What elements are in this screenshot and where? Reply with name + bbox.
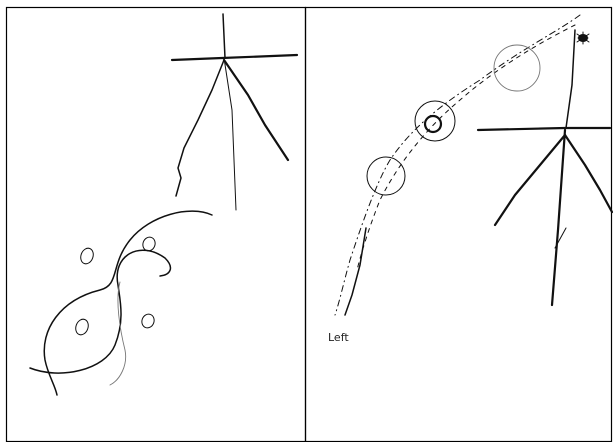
stick-figure-right [478, 30, 612, 305]
figure-arms-right [478, 128, 610, 130]
figure-body [224, 58, 236, 210]
right-panel-frame [306, 8, 612, 442]
trajectory-circles [367, 45, 540, 195]
marker-circle-1 [79, 246, 96, 265]
ball-trajectory [335, 15, 580, 315]
bug-icon [577, 32, 589, 44]
marker-circle-3 [74, 317, 91, 336]
figure-arms [172, 55, 297, 60]
right-panel: Left [328, 15, 612, 344]
bug-legs [577, 32, 589, 44]
loop-trajectory [30, 211, 212, 395]
figure-leg-left [176, 60, 224, 196]
circle-inner-mid [425, 116, 441, 132]
trajectory-path-main [335, 15, 580, 315]
figure-leg-right-right [565, 135, 612, 212]
marker-circle-4 [140, 312, 156, 329]
left-panel-frame [7, 8, 306, 442]
figure-leg-left-right [495, 135, 565, 225]
panel-borders [7, 8, 612, 442]
trajectory-path-secondary [357, 25, 575, 270]
figure-head-line [223, 14, 225, 58]
left-label: Left [328, 331, 349, 344]
loop-path-faint [110, 282, 126, 385]
figure-neck [566, 30, 575, 128]
stick-figure-left [172, 14, 297, 210]
left-panel [30, 14, 297, 395]
loop-path-a [44, 211, 212, 395]
figure-body-right [552, 130, 565, 305]
circle-faint-top [494, 45, 540, 91]
trajectory-solid-segment [345, 228, 366, 315]
loop-path-b [30, 250, 170, 373]
circle-outer-mid [415, 101, 455, 141]
